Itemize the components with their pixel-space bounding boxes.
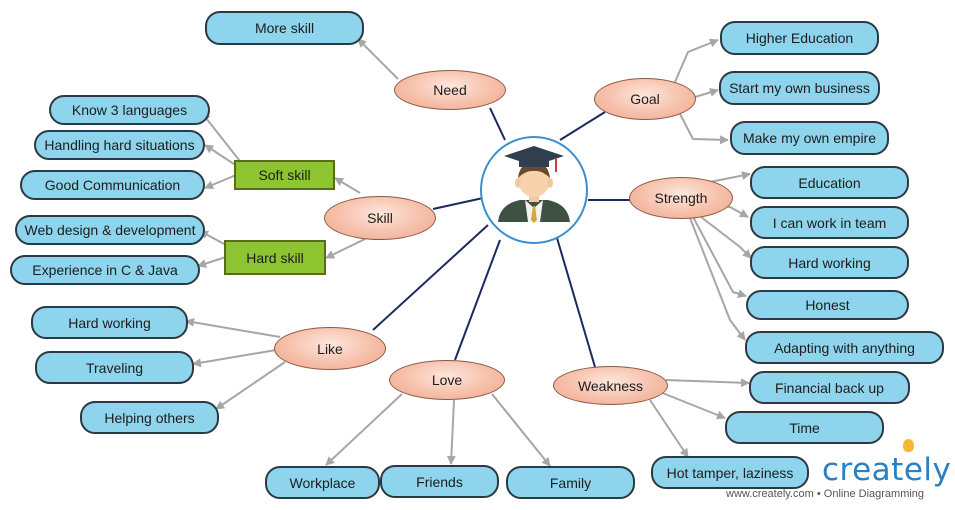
leaf-education[interactable]: Education	[750, 166, 909, 199]
leaf-family[interactable]: Family	[506, 466, 635, 499]
center-node	[480, 136, 588, 244]
topic-like[interactable]: Like	[274, 327, 386, 370]
leaf-workplace[interactable]: Workplace	[265, 466, 380, 499]
leaf-friends[interactable]: Friends	[380, 465, 499, 498]
leaf-experience-c-java-label: Experience in C & Java	[32, 262, 178, 278]
topic-weakness[interactable]: Weakness	[553, 366, 668, 405]
leaf-helping-others-label: Helping others	[104, 409, 195, 426]
leaf-team-work-label: I can work in team	[772, 214, 887, 231]
leaf-traveling[interactable]: Traveling	[35, 351, 194, 384]
leaf-higher-education[interactable]: Higher Education	[720, 21, 879, 55]
leaf-hard-working-like-label: Hard working	[68, 314, 151, 331]
topic-need[interactable]: Need	[394, 70, 506, 110]
leaf-experience-c-java[interactable]: Experience in C & Java	[10, 255, 200, 285]
topic-goal[interactable]: Goal	[594, 78, 696, 120]
subtopic-hard-skill-label: Hard skill	[246, 249, 304, 266]
topic-skill-label: Skill	[367, 210, 393, 226]
leaf-workplace-label: Workplace	[289, 474, 356, 491]
leaf-good-communication-label: Good Communication	[44, 177, 181, 193]
creately-logo[interactable]: creately	[822, 452, 952, 488]
leaf-team-work[interactable]: I can work in team	[750, 206, 909, 239]
topic-skill[interactable]: Skill	[324, 196, 436, 240]
lightbulb-icon	[903, 439, 914, 452]
leaf-higher-education-label: Higher Education	[745, 30, 854, 46]
leaf-friends-label: Friends	[416, 473, 463, 490]
leaf-adapting[interactable]: Adapting with anything	[745, 331, 944, 364]
leaf-financial-back-up[interactable]: Financial back up	[749, 371, 910, 404]
leaf-more-skill-label: More skill	[254, 20, 315, 36]
leaf-adapting-label: Adapting with anything	[774, 339, 915, 356]
leaf-family-label: Family	[549, 474, 592, 491]
leaf-financial-back-up-label: Financial back up	[775, 379, 884, 396]
leaf-honest[interactable]: Honest	[746, 290, 909, 320]
topic-goal-label: Goal	[630, 91, 660, 107]
leaf-start-business-label: Start my own business	[729, 80, 870, 96]
branch-arrows	[185, 38, 752, 467]
center-links	[372, 107, 630, 368]
leaf-handling-situations[interactable]: Handling hard situations	[34, 130, 205, 160]
leaf-start-business[interactable]: Start my own business	[719, 71, 880, 105]
creately-tagline[interactable]: www.creately.com • Online Diagramming	[726, 488, 925, 500]
leaf-hard-working-strength[interactable]: Hard working	[750, 246, 909, 279]
leaf-traveling-label: Traveling	[85, 359, 144, 376]
topic-love-label: Love	[431, 372, 463, 388]
leaf-own-empire[interactable]: Make my own empire	[730, 121, 889, 155]
leaf-honest-label: Honest	[805, 297, 850, 313]
leaf-helping-others[interactable]: Helping others	[80, 401, 219, 434]
leaf-time[interactable]: Time	[725, 411, 884, 444]
leaf-hard-working-like[interactable]: Hard working	[31, 306, 188, 339]
leaf-education-label: Education	[798, 174, 861, 191]
topic-weakness-label: Weakness	[577, 377, 644, 394]
leaf-know-languages-label: Know 3 languages	[71, 102, 188, 118]
leaf-handling-situations-label: Handling hard situations	[44, 137, 195, 153]
leaf-good-communication[interactable]: Good Communication	[20, 170, 205, 200]
topic-strength[interactable]: Strength	[629, 177, 733, 219]
leaf-hard-working-strength-label: Hard working	[788, 254, 871, 271]
subtopic-hard-skill[interactable]: Hard skill	[224, 240, 326, 275]
topic-like-label: Like	[317, 340, 343, 357]
leaf-more-skill[interactable]: More skill	[205, 11, 364, 45]
topic-need-label: Need	[433, 82, 467, 98]
subtopic-soft-skill[interactable]: Soft skill	[234, 160, 335, 190]
topic-strength-label: Strength	[654, 190, 708, 206]
leaf-own-empire-label: Make my own empire	[742, 130, 877, 146]
leaf-time-label: Time	[789, 419, 820, 436]
topic-love[interactable]: Love	[389, 360, 505, 400]
graduate-icon	[498, 146, 570, 223]
leaf-hot-temper[interactable]: Hot tamper, laziness	[651, 456, 809, 489]
leaf-web-design[interactable]: Web design & development	[15, 215, 205, 245]
subtopic-soft-skill-label: Soft skill	[258, 167, 311, 183]
leaf-hot-temper-label: Hot tamper, laziness	[666, 464, 794, 481]
leaf-know-languages[interactable]: Know 3 languages	[49, 95, 210, 125]
leaf-web-design-label: Web design & development	[24, 222, 196, 238]
